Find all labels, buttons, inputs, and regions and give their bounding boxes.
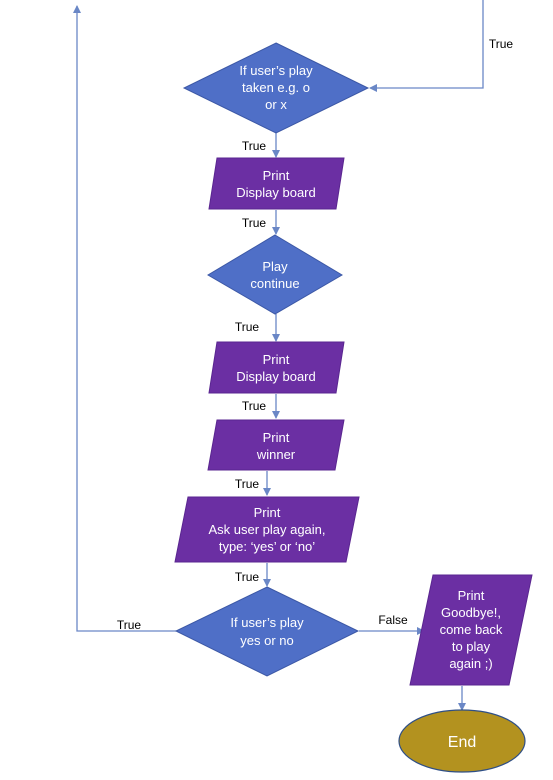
edge-label-after-board-2: True — [242, 399, 267, 413]
decision-user-play-yes-no: If user’s play yes or no — [174, 586, 360, 677]
edge-label-top-right: True — [489, 37, 514, 51]
decision-shape — [174, 586, 360, 677]
print-display-board-1: Print Display board — [208, 157, 345, 210]
edge-label-loop-back: True — [117, 618, 142, 632]
end-label: End — [448, 734, 476, 751]
print-goodbye-line-2: Goodbye!, — [441, 605, 501, 620]
print-play-again-line-1: Print — [254, 505, 281, 520]
print-board-1-line-2: Display board — [236, 185, 316, 200]
io-shape — [208, 157, 345, 210]
io-shape — [409, 574, 533, 686]
decision-user-play-taken: If user’s play taken e.g. o or x — [182, 42, 370, 134]
print-display-board-2: Print Display board — [208, 341, 345, 394]
print-winner-line-2: winner — [256, 447, 296, 462]
io-shape — [174, 496, 360, 563]
end-terminal: End — [398, 709, 526, 773]
print-ask-play-again: Print Ask user play again, type: ‘yes’ o… — [174, 496, 360, 563]
decision-continue-line-1: Play — [262, 259, 288, 274]
connectors — [73, 0, 484, 711]
print-board-2-line-2: Display board — [236, 369, 316, 384]
print-winner: Print winner — [207, 419, 345, 471]
edge-labels: True True True True True True True True … — [117, 37, 514, 632]
io-shape — [208, 341, 345, 394]
print-play-again-line-3: type: ‘yes’ or ‘no’ — [219, 539, 315, 554]
edge-label-after-board-1: True — [242, 216, 267, 230]
edge-label-after-continue: True — [235, 320, 260, 334]
connector-top-right-entry — [369, 0, 484, 92]
decision-taken-line-1: If user’s play — [239, 63, 313, 78]
decision-shape — [182, 42, 370, 134]
print-goodbye-line-5: again ;) — [449, 656, 492, 671]
edge-label-after-winner: True — [235, 477, 260, 491]
print-winner-line-1: Print — [263, 430, 290, 445]
print-board-1-line-1: Print — [263, 168, 290, 183]
print-board-2-line-1: Print — [263, 352, 290, 367]
decision-yes-no-line-2: yes or no — [240, 633, 293, 648]
print-play-again-line-2: Ask user play again, — [208, 522, 325, 537]
end-shape — [398, 709, 526, 773]
decision-continue-line-2: continue — [250, 276, 299, 291]
edge-label-to-goodbye: False — [378, 613, 408, 627]
decision-taken-line-2: taken e.g. o — [242, 80, 310, 95]
decision-yes-no-line-1: If user’s play — [230, 615, 304, 630]
print-goodbye-line-1: Print — [458, 588, 485, 603]
decision-play-continue: Play continue — [207, 234, 343, 315]
edge-label-after-taken: True — [242, 139, 267, 153]
decision-taken-line-3: or x — [265, 97, 287, 112]
connector-loop-back — [73, 5, 176, 632]
decision-shape — [207, 234, 343, 315]
print-goodbye-line-3: come back — [440, 622, 503, 637]
print-goodbye: Print Goodbye!, come back to play again … — [409, 574, 533, 686]
io-shape — [207, 419, 345, 471]
print-goodbye-line-4: to play — [452, 639, 491, 654]
edge-label-after-play-again: True — [235, 570, 260, 584]
